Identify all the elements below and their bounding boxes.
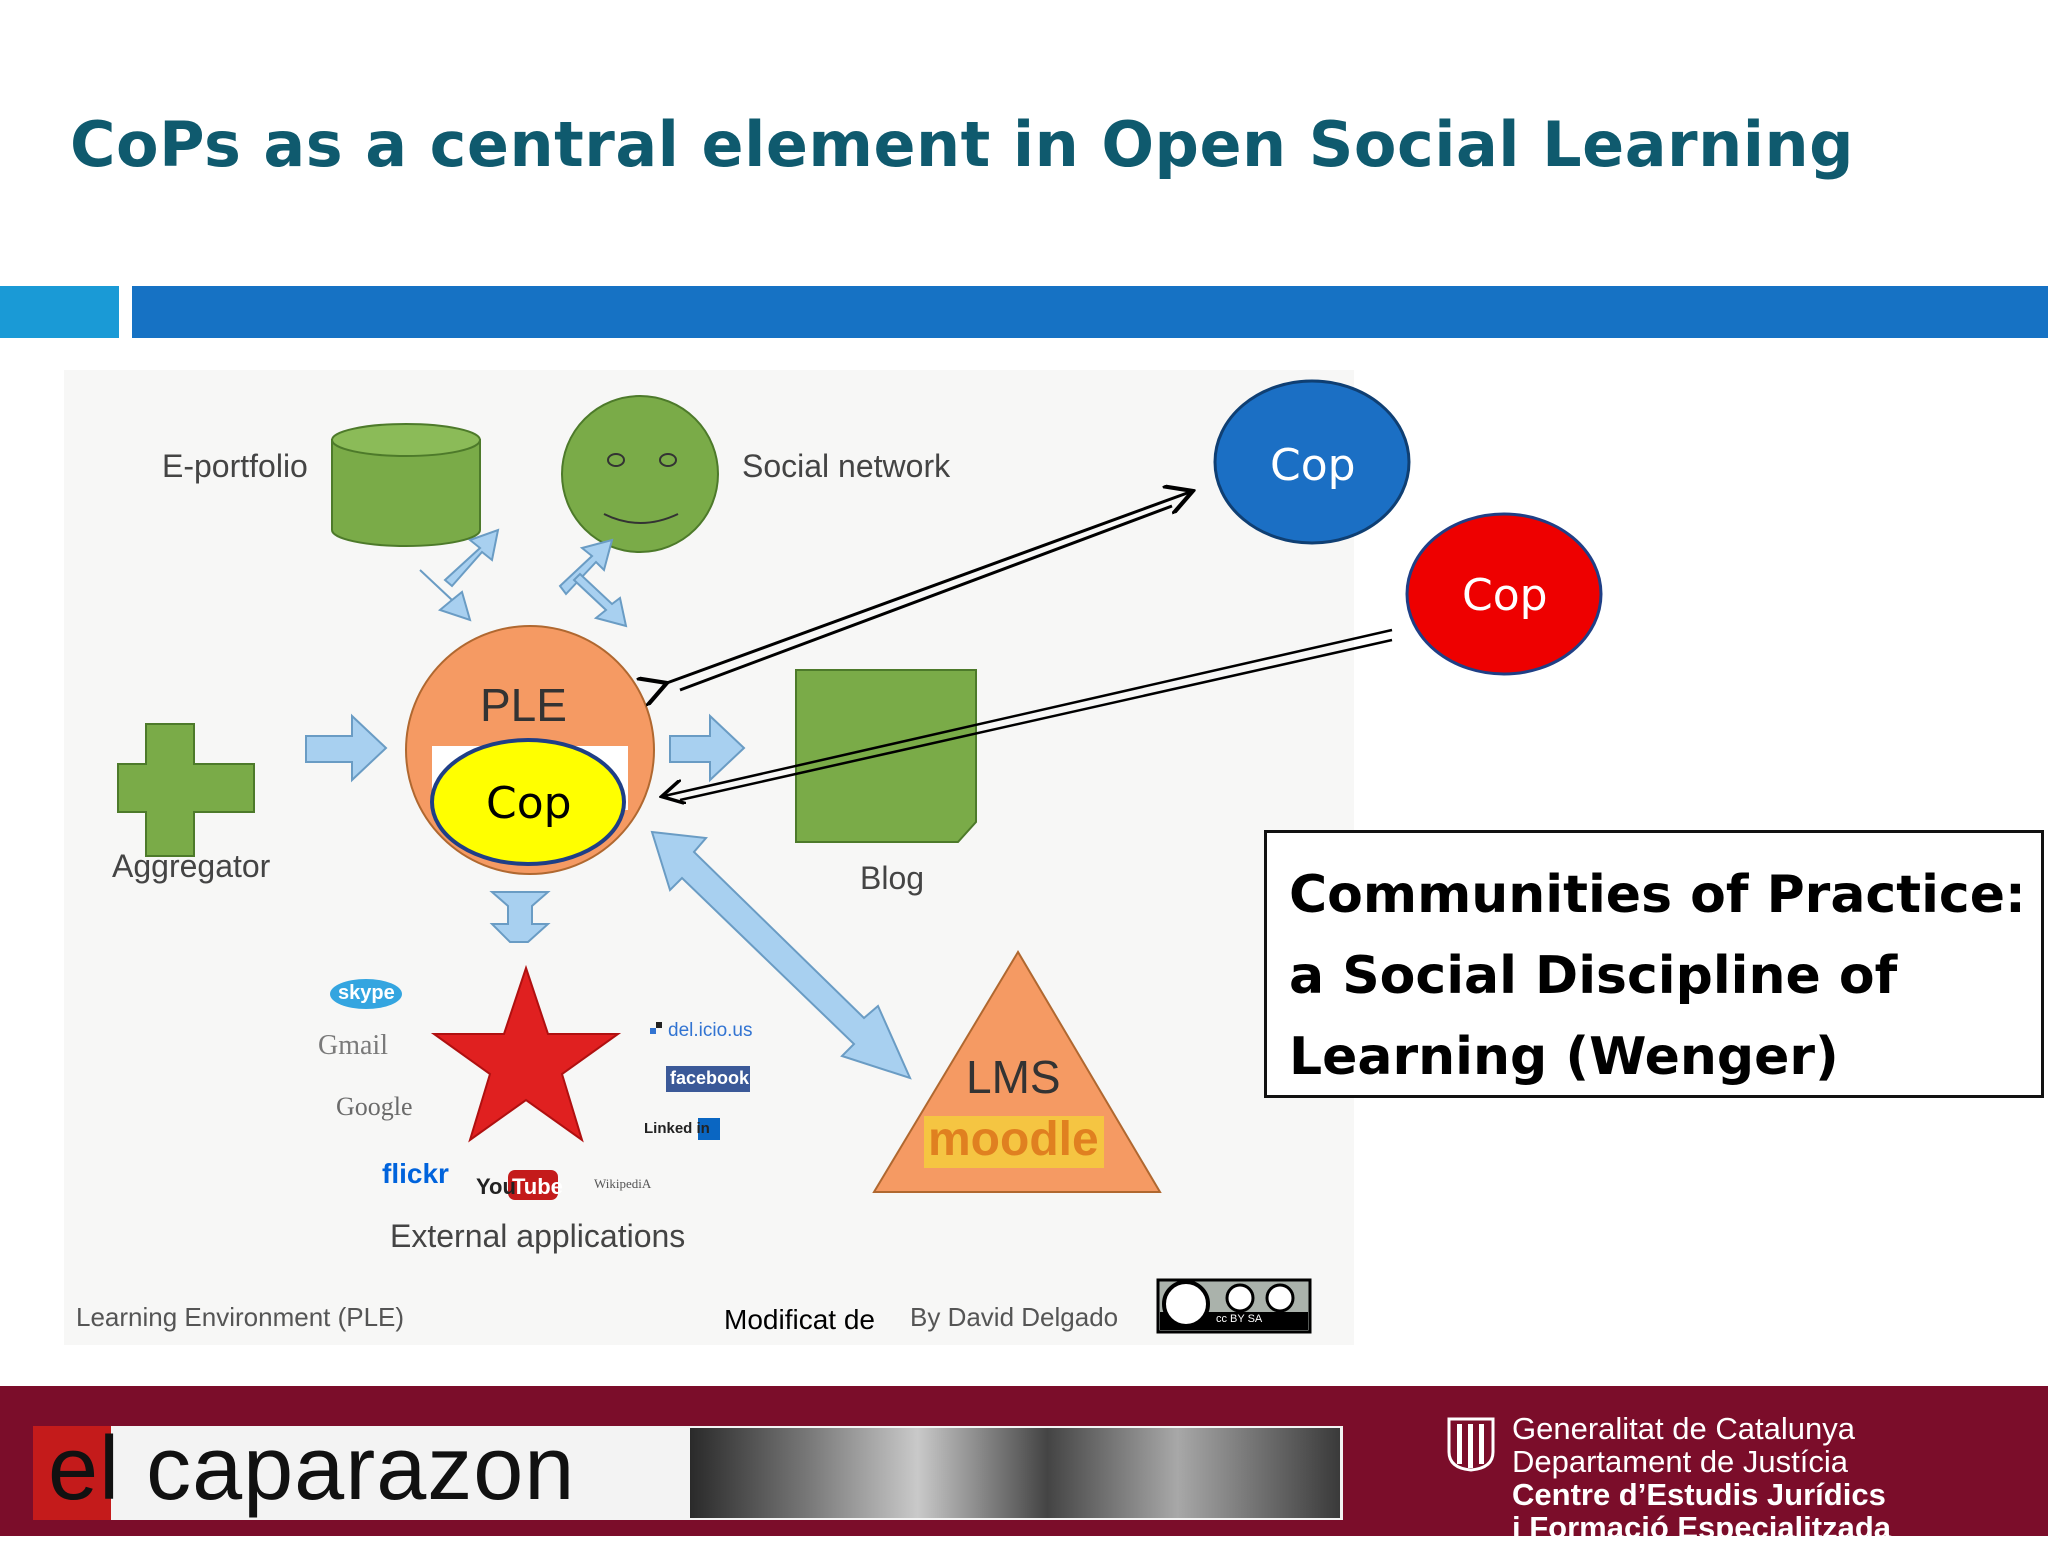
cop-circle-red bbox=[1405, 512, 1603, 676]
cc-license-text: cc BY SA bbox=[1216, 1313, 1263, 1325]
skype-logo-bg bbox=[330, 979, 402, 1009]
youtube-tube-text: Tube bbox=[512, 1174, 563, 1199]
gmail-logo-text: Gmail bbox=[318, 1030, 388, 1061]
logo-wordmark: el caparazon bbox=[48, 1418, 575, 1521]
blog-label: Blog bbox=[860, 860, 925, 896]
header-accent-bar-left bbox=[0, 286, 119, 338]
logo-e-red-block bbox=[33, 1426, 111, 1520]
linkedin-logo-text: Linked in bbox=[644, 1120, 710, 1137]
external-applications-label: External applications bbox=[390, 1218, 686, 1254]
cop-label-red: Cop bbox=[1462, 570, 1548, 621]
logo-rest-text: l caparazon bbox=[99, 1419, 576, 1519]
author-credit: By David Delgado bbox=[910, 1302, 1119, 1332]
generalitat-line-4: i Formació Especialitzada bbox=[1512, 1510, 1892, 1545]
google-logo-text: Google bbox=[336, 1092, 413, 1121]
wikipedia-logo-text: WikipediA bbox=[594, 1176, 652, 1191]
eportfolio-cylinder-icon bbox=[331, 423, 481, 547]
wenger-quote-box: Communities of Practice: a Social Discip… bbox=[1264, 830, 2044, 1098]
facebook-logo-bg bbox=[666, 1066, 750, 1092]
wenger-quote-line-2: a Social Discipline of bbox=[1289, 946, 1898, 1006]
logo-e-letter: e bbox=[48, 1419, 100, 1519]
logo-photo-strip bbox=[690, 1428, 1340, 1518]
ple-external-apps-arrow-icon bbox=[489, 891, 551, 943]
social-ple-arrow-icon bbox=[558, 538, 628, 628]
blue-cop-double-arrow bbox=[664, 492, 1190, 690]
cop-label-yellow: Cop bbox=[486, 778, 572, 829]
generalitat-line-2: Departament de Justícia bbox=[1512, 1444, 1849, 1479]
lms-triangle-icon bbox=[872, 950, 1162, 1193]
generalitat-emblem-icon bbox=[1447, 1417, 1495, 1472]
youtube-logo-bg bbox=[508, 1170, 558, 1200]
aggregator-label: Aggregator bbox=[112, 848, 271, 884]
eportfolio-ple-arrow-icon bbox=[419, 528, 500, 622]
skype-logo-text: skype bbox=[338, 982, 395, 1004]
flickr-logo-text: flickr bbox=[382, 1158, 449, 1189]
moodle-logo-text: moodle bbox=[928, 1113, 1099, 1166]
ple-caption: Learning Environment (PLE) bbox=[76, 1302, 405, 1332]
generalitat-line-1: Generalitat de Catalunya bbox=[1512, 1411, 1855, 1446]
header-accent-bar bbox=[132, 286, 2048, 338]
modificat-de-label: Modificat de bbox=[724, 1304, 875, 1335]
youtube-you-text: You bbox=[476, 1174, 516, 1199]
ple-to-blog-arrow-icon bbox=[669, 713, 746, 783]
social-network-label: Social network bbox=[742, 448, 951, 484]
ple-lms-double-arrow-icon bbox=[650, 830, 912, 1080]
eportfolio-label: E-portfolio bbox=[162, 448, 308, 484]
lms-label: LMS bbox=[966, 1051, 1061, 1103]
generalitat-text-block: Generalitat de Catalunya Departament de … bbox=[1512, 1412, 1891, 1544]
wenger-quote-line-1: Communities of Practice: bbox=[1289, 865, 2026, 925]
cop-circle-blue bbox=[1213, 379, 1411, 545]
wenger-quote-line-3: Learning (Wenger) bbox=[1289, 1027, 1839, 1087]
social-network-smiley-icon bbox=[561, 395, 719, 553]
external-apps-star-icon bbox=[430, 964, 622, 1143]
cop-circle-yellow bbox=[430, 738, 626, 866]
aggregator-cross-icon bbox=[117, 723, 255, 857]
ple-label: PLE bbox=[480, 679, 567, 731]
delicious-logo-text: del.icio.us bbox=[668, 1020, 753, 1041]
delicious-logo-icon bbox=[650, 1022, 662, 1034]
cc-license-badge bbox=[1156, 1278, 1312, 1334]
slide-title: CoPs as a central element in Open Social… bbox=[70, 108, 1855, 181]
aggregator-to-ple-arrow-icon bbox=[305, 713, 388, 783]
ple-diagram bbox=[117, 379, 1603, 1334]
blog-page-icon bbox=[795, 669, 977, 843]
facebook-logo-text: facebook bbox=[670, 1068, 750, 1088]
cop-label-blue: Cop bbox=[1270, 440, 1356, 491]
red-cop-arrow bbox=[664, 628, 1393, 800]
generalitat-line-3: Centre d’Estudis Jurídics bbox=[1512, 1477, 1886, 1512]
linkedin-logo-bg bbox=[698, 1118, 720, 1140]
